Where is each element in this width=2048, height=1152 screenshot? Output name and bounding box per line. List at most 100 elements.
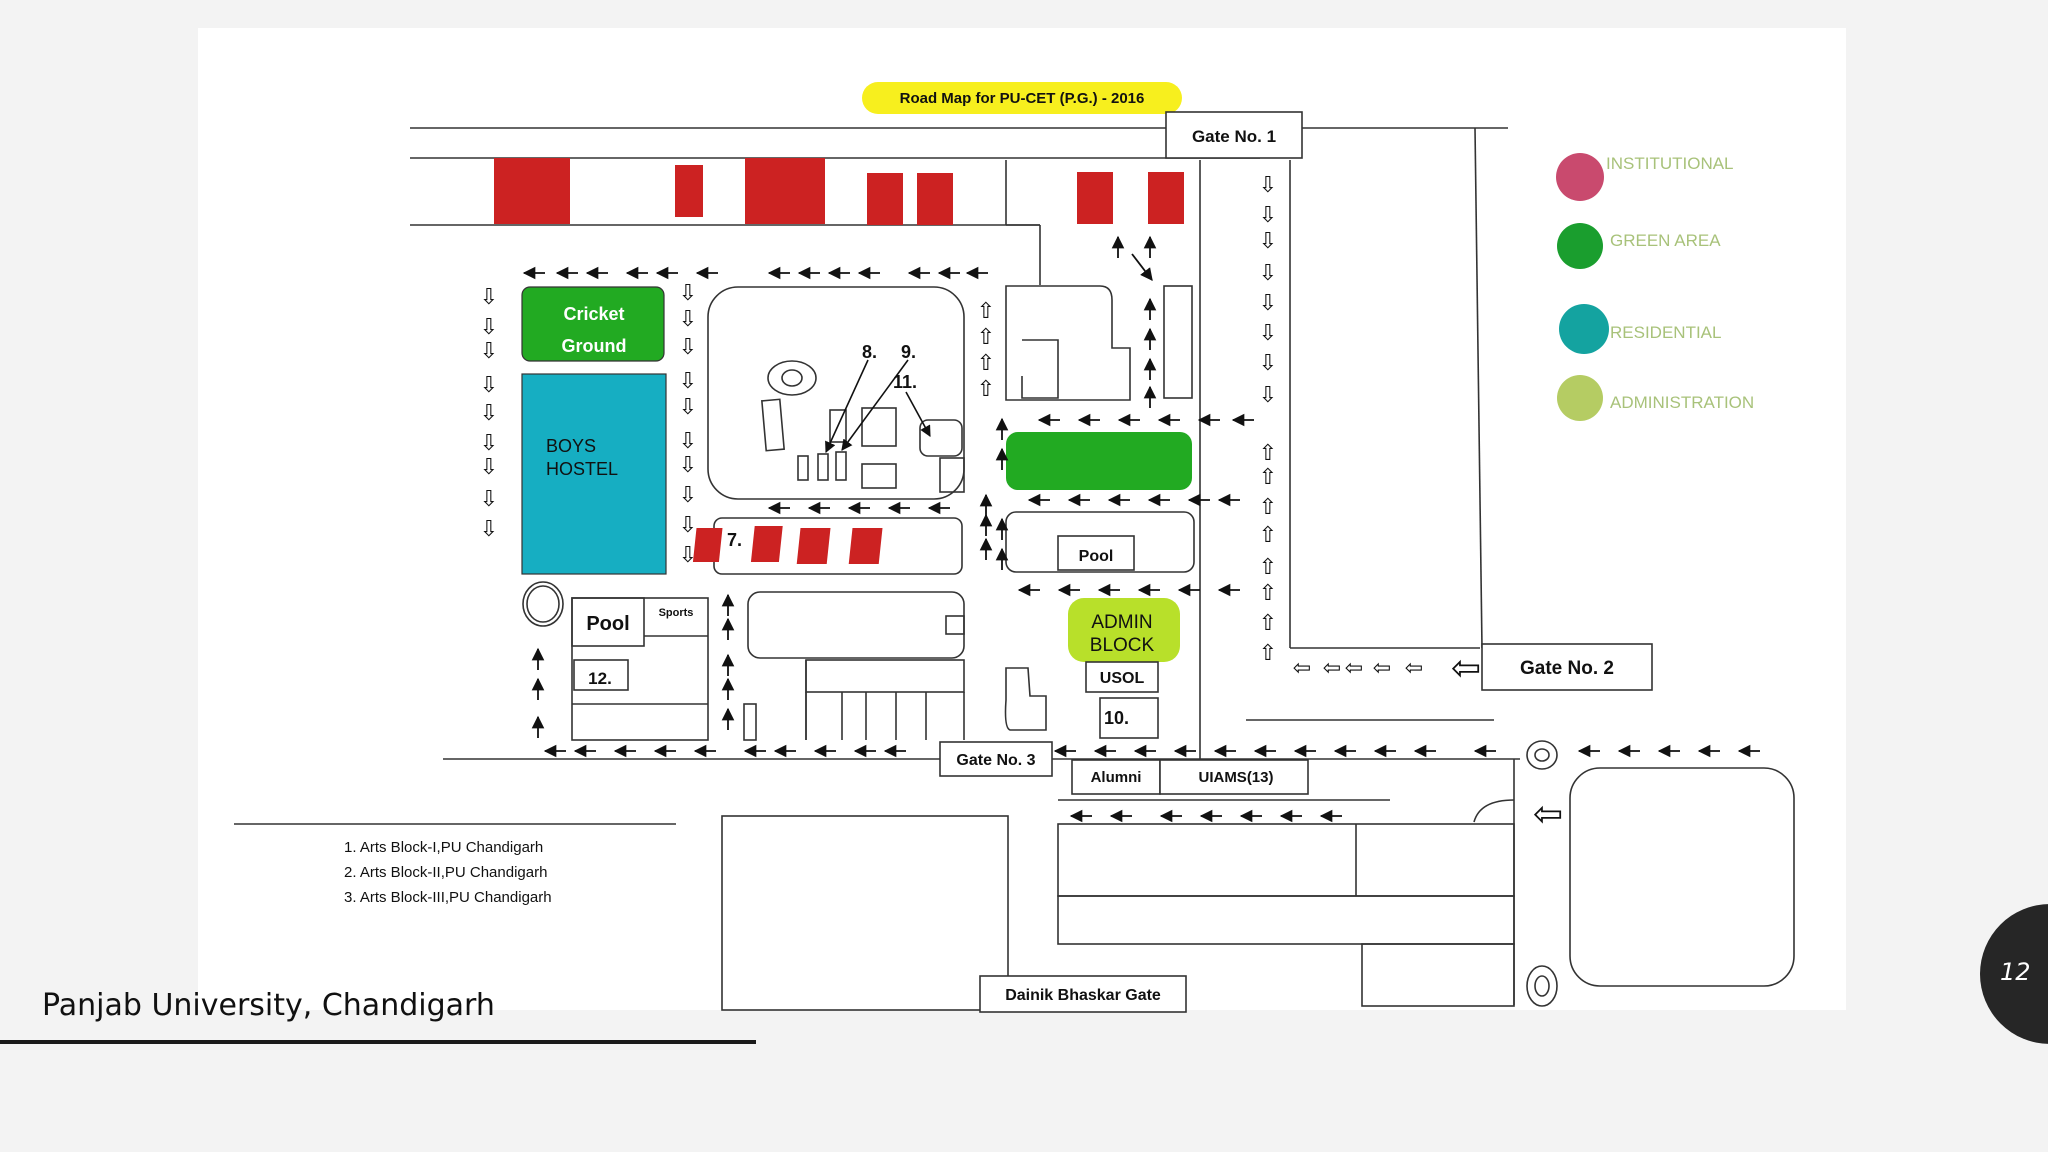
- svg-text:⇧: ⇧: [1259, 581, 1277, 606]
- uiams-label: UIAMS(13): [1198, 769, 1273, 786]
- svg-text:⇧: ⇧: [977, 299, 995, 324]
- gate-1-label: Gate No. 1: [1192, 127, 1276, 146]
- bottom-buildings: [721, 767, 1795, 1011]
- gate-2-label: Gate No. 2: [1520, 658, 1614, 679]
- svg-text:⇩: ⇩: [480, 315, 498, 340]
- page-number: 12: [2000, 958, 2031, 986]
- boys-hostel-label-2: HOSTEL: [546, 459, 618, 479]
- svg-text:⇩: ⇩: [679, 453, 697, 478]
- svg-text:⇩: ⇩: [679, 483, 697, 508]
- gate-1: [1165, 111, 1303, 159]
- cricket-ground: [521, 286, 665, 362]
- svg-text:⇦: ⇦: [1405, 656, 1423, 681]
- large-hollow-arrows: ⇦ ⇦: [1451, 648, 1563, 835]
- svg-text:⇦: ⇦: [1451, 648, 1481, 689]
- usol-box: [1085, 661, 1159, 693]
- note-3: 3. Arts Block-III,PU Chandigarh: [344, 889, 552, 906]
- marker-11: 11.: [893, 372, 917, 392]
- gate-2: [1481, 643, 1653, 691]
- svg-text:⇧: ⇧: [1259, 441, 1277, 466]
- svg-text:⇩: ⇩: [679, 395, 697, 420]
- gate-3-label: Gate No. 3: [956, 752, 1035, 769]
- note-1: 1. Arts Block-I,PU Chandigarh: [344, 839, 543, 856]
- institutional-blocks: [494, 158, 1184, 225]
- svg-text:⇩: ⇩: [1259, 291, 1277, 316]
- alumni-label: Alumni: [1091, 769, 1142, 786]
- admin-block-label-1: ADMIN: [1091, 612, 1152, 633]
- svg-text:⇩: ⇩: [679, 369, 697, 394]
- boys-hostel: [521, 373, 667, 575]
- footer-divider: [0, 1040, 756, 1044]
- legend-swatch-residential: [1559, 304, 1609, 354]
- svg-text:⇦: ⇦: [1373, 656, 1391, 681]
- legend: INSTITUTIONAL GREEN AREA RESIDENTIAL ADM…: [1556, 153, 1754, 421]
- svg-text:⇩: ⇩: [679, 429, 697, 454]
- marker-7: 7.: [727, 530, 742, 550]
- block-10: [1099, 697, 1159, 739]
- svg-text:⇧: ⇧: [1259, 495, 1277, 520]
- svg-text:⇦: ⇦: [1533, 794, 1563, 835]
- svg-text:⇧: ⇧: [1259, 641, 1277, 666]
- marker-10: 10.: [1104, 708, 1129, 728]
- svg-text:⇩: ⇩: [1259, 229, 1277, 254]
- building-notes: 1. Arts Block-I,PU Chandigarh 2. Arts Bl…: [344, 839, 552, 906]
- legend-label-institutional: INSTITUTIONAL: [1606, 154, 1734, 173]
- pool-center-label: Pool: [1079, 548, 1114, 565]
- cricket-label-2: Ground: [562, 336, 627, 356]
- svg-text:⇦: ⇦: [1345, 656, 1363, 681]
- marker-12: 12.: [588, 669, 612, 688]
- svg-text:⇩: ⇩: [1259, 173, 1277, 198]
- svg-text:⇦: ⇦: [1323, 656, 1341, 681]
- usol-label: USOL: [1100, 670, 1145, 687]
- dainik-bhaskar-gate: [979, 975, 1187, 1013]
- svg-text:⇩: ⇩: [1259, 261, 1277, 286]
- svg-text:⇩: ⇩: [679, 281, 697, 306]
- legend-label-administration: ADMINISTRATION: [1610, 393, 1754, 412]
- map-title: Road Map for PU-CET (P.G.) - 2016: [900, 90, 1145, 107]
- svg-text:⇩: ⇩: [679, 307, 697, 332]
- green-area-center: [1006, 432, 1192, 490]
- sports-label: Sports: [659, 607, 694, 619]
- admin-block: [1068, 598, 1180, 662]
- direction-arrows: [522, 235, 1760, 823]
- marker-8: 8.: [862, 342, 877, 362]
- svg-text:⇩: ⇩: [679, 513, 697, 538]
- svg-text:⇩: ⇩: [480, 455, 498, 480]
- svg-text:⇧: ⇧: [1259, 611, 1277, 636]
- legend-swatch-green-area: [1557, 223, 1603, 269]
- cricket-label-1: Cricket: [563, 304, 624, 324]
- svg-text:⇧: ⇧: [977, 325, 995, 350]
- svg-text:⇩: ⇩: [480, 373, 498, 398]
- svg-text:⇩: ⇩: [1259, 383, 1277, 408]
- svg-text:⇩: ⇩: [480, 517, 498, 542]
- svg-text:⇩: ⇩: [480, 339, 498, 364]
- svg-text:⇧: ⇧: [1259, 555, 1277, 580]
- svg-text:⇧: ⇧: [1259, 465, 1277, 490]
- block-7-buildings: [692, 526, 883, 564]
- hollow-arrows: ⇩⇩⇩ ⇩⇩⇩ ⇩⇩⇩ ⇩⇩⇩ ⇩⇩⇩ ⇩⇩⇩ ⇩ ⇧⇧⇧ ⇧ ⇩⇩⇩ ⇩⇩⇩ …: [480, 173, 1423, 681]
- svg-text:⇦: ⇦: [1293, 656, 1311, 681]
- svg-text:⇩: ⇩: [480, 431, 498, 456]
- dainik-bhaskar-gate-label: Dainik Bhaskar Gate: [1005, 987, 1161, 1004]
- svg-text:⇧: ⇧: [1259, 523, 1277, 548]
- right-center-buildings: [1004, 285, 1195, 731]
- svg-text:⇩: ⇩: [480, 285, 498, 310]
- marker-9: 9.: [901, 342, 916, 362]
- note-2: 2. Arts Block-II,PU Chandigarh: [344, 864, 547, 881]
- svg-text:⇩: ⇩: [1259, 351, 1277, 376]
- pool-center: [1057, 535, 1135, 571]
- footer-title: Panjab University, Chandigarh: [42, 988, 495, 1023]
- central-complex: [707, 286, 965, 500]
- legend-label-green-area: GREEN AREA: [1610, 231, 1721, 250]
- legend-label-residential: RESIDENTIAL: [1610, 323, 1721, 342]
- svg-text:⇩: ⇩: [1259, 203, 1277, 228]
- title-highlight: [862, 82, 1182, 114]
- svg-text:⇧: ⇧: [977, 377, 995, 402]
- svg-text:⇩: ⇩: [480, 401, 498, 426]
- gate-3: [939, 741, 1053, 777]
- roundabouts: [1526, 740, 1558, 1007]
- svg-text:⇩: ⇩: [480, 487, 498, 512]
- left-facilities: [522, 581, 709, 741]
- legend-swatch-administration: [1557, 375, 1603, 421]
